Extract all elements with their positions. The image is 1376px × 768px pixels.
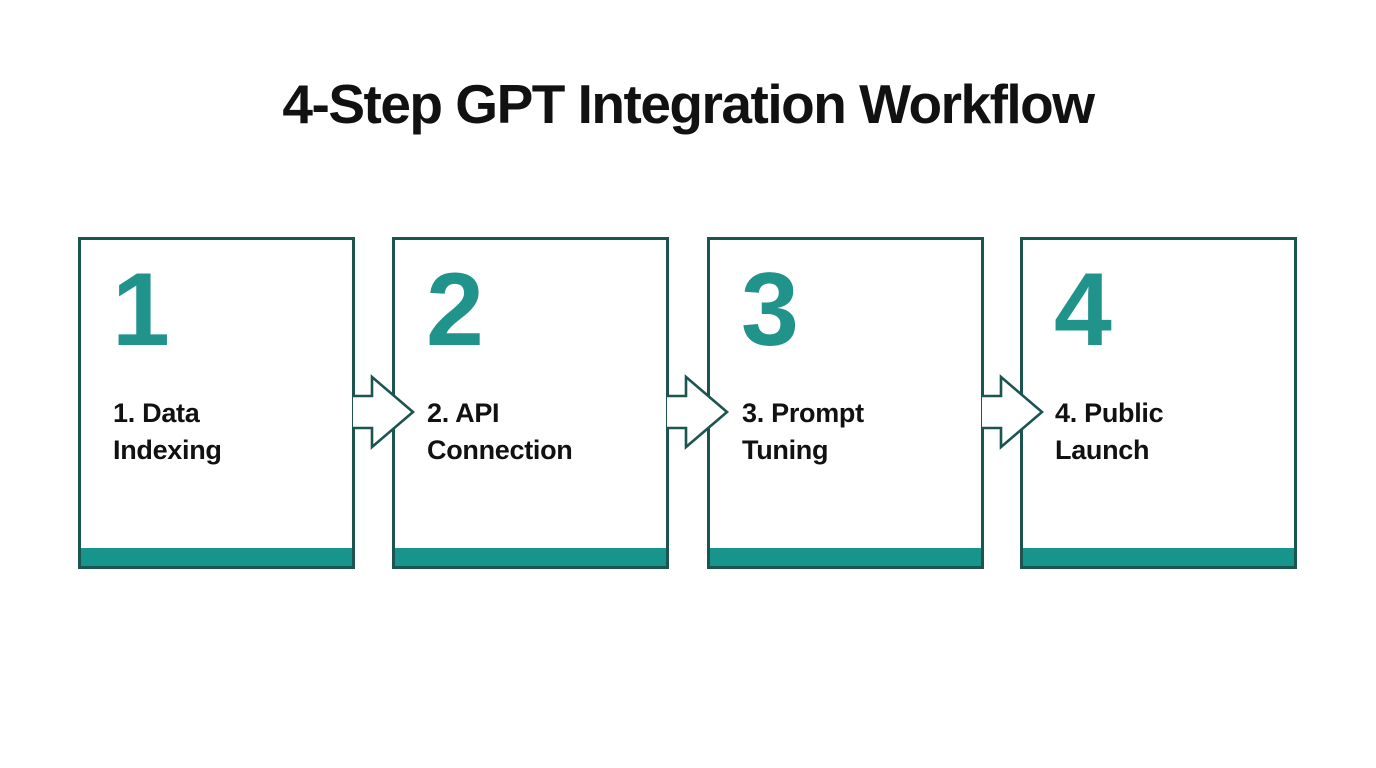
step-label-line1: 1. Data <box>113 398 200 428</box>
step-number: 3 <box>741 252 799 368</box>
step-label-line2: Tuning <box>742 435 829 465</box>
step-box-1: 1 1. Data Indexing <box>78 237 355 569</box>
step-label-line1: 3. Prompt <box>742 398 864 428</box>
step-number: 2 <box>426 252 484 368</box>
right-arrow-icon <box>982 374 1045 450</box>
step-label-line1: 2. API <box>427 398 500 428</box>
step-label-line2: Connection <box>427 435 573 465</box>
step-label: 3. Prompt Tuning <box>742 395 864 469</box>
step-box-2: 2 2. API Connection <box>392 237 669 569</box>
step-label-line2: Launch <box>1055 435 1150 465</box>
step-label: 1. Data Indexing <box>113 395 222 469</box>
page-title: 4-Step GPT Integration Workflow <box>282 73 1095 135</box>
step-accent-bar <box>395 548 666 566</box>
step-box-3: 3 3. Prompt Tuning <box>707 237 984 569</box>
step-label: 2. API Connection <box>427 395 573 469</box>
step-box-4: 4 4. Public Launch <box>1020 237 1297 569</box>
step-number: 1 <box>112 252 170 368</box>
right-arrow-icon <box>667 374 730 450</box>
step-label-line1: 4. Public <box>1055 398 1164 428</box>
step-label-line2: Indexing <box>113 435 222 465</box>
right-arrow-icon <box>353 374 416 450</box>
step-number: 4 <box>1054 252 1112 368</box>
step-accent-bar <box>710 548 981 566</box>
step-accent-bar <box>81 548 352 566</box>
step-accent-bar <box>1023 548 1294 566</box>
step-label: 4. Public Launch <box>1055 395 1164 469</box>
